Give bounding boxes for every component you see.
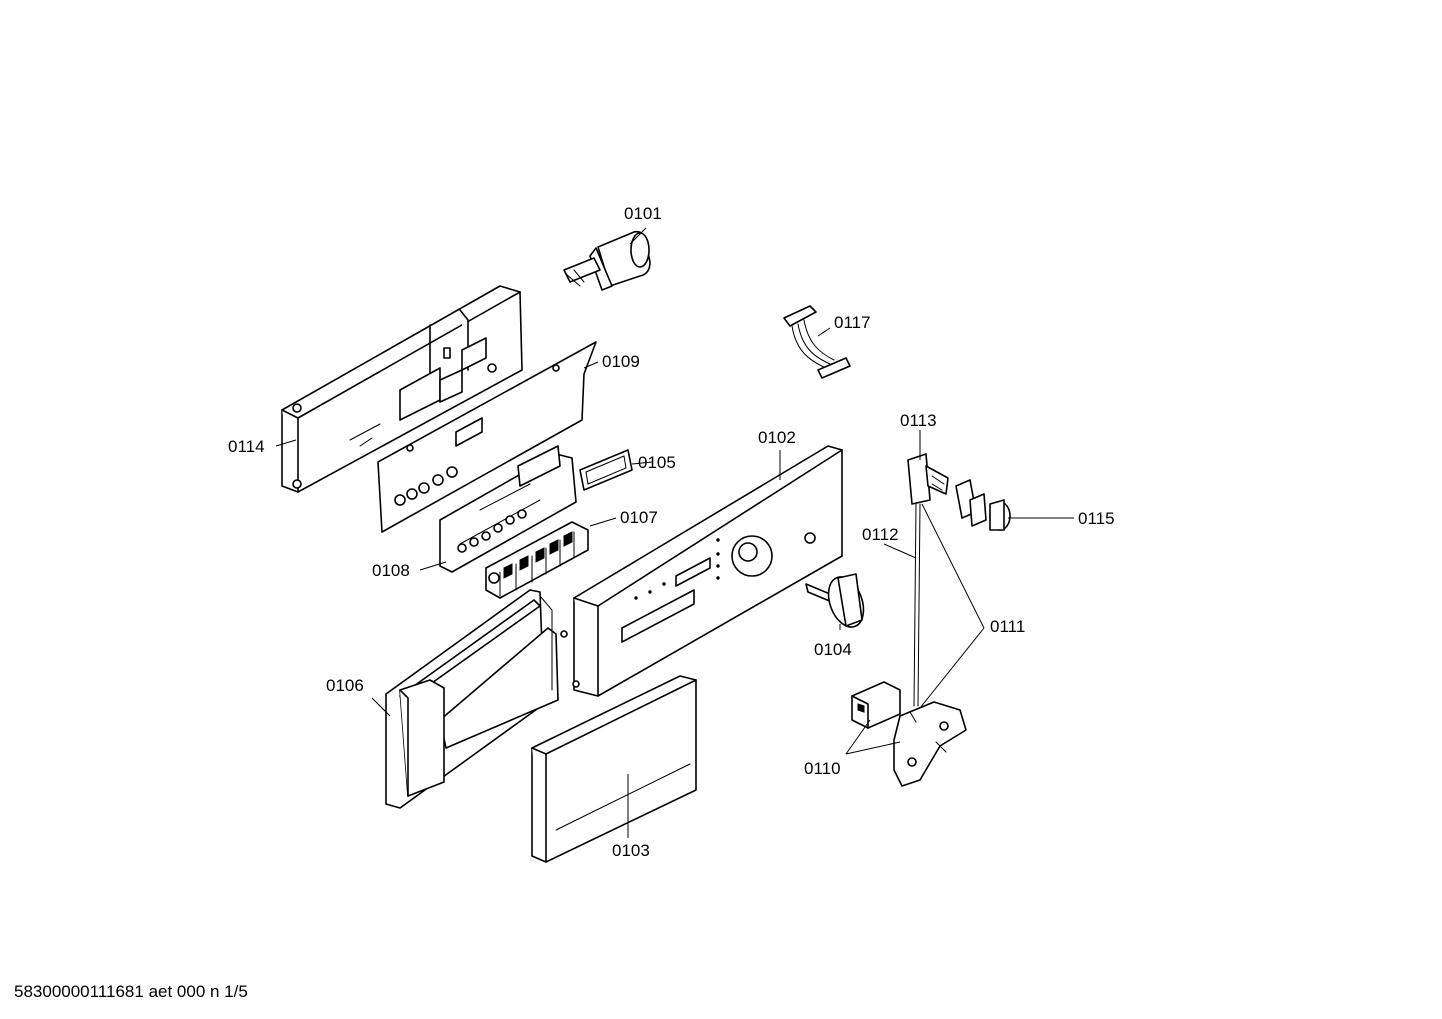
label-0117: 0117 [834, 313, 871, 332]
label-0102: 0102 [758, 428, 796, 447]
label-0113: 0113 [900, 411, 937, 430]
part-0101-capacitor [563, 230, 651, 291]
label-0110: 0110 [804, 759, 841, 778]
label-0104: 0104 [814, 640, 852, 659]
part-0108-button-carrier [439, 445, 577, 573]
label-0108: 0108 [372, 561, 410, 580]
label-0114: 0114 [228, 437, 265, 456]
part-0112-cable [913, 503, 921, 707]
label-0103: 0103 [612, 841, 650, 860]
part-labels: 0101 0117 0109 0113 0102 0114 0105 0115 … [228, 204, 1115, 860]
part-0107-push-buttons [485, 521, 589, 599]
part-0115-bracket [955, 479, 1011, 531]
drawing-id: 58300000111681 aet 000 n 1/5 [14, 982, 248, 1001]
part-0117-ribbon-cable [783, 305, 851, 379]
label-0105: 0105 [638, 453, 676, 472]
label-0106: 0106 [326, 676, 364, 695]
part-0114-housing [281, 285, 523, 493]
label-0107: 0107 [620, 508, 658, 527]
part-0106-drawer-frame [385, 589, 559, 809]
label-0101: 0101 [624, 204, 662, 223]
part-0104-selector-knob [805, 573, 865, 628]
label-0115: 0115 [1078, 509, 1115, 528]
leader-lines [275, 227, 1074, 838]
label-0111: 0111 [990, 617, 1025, 636]
part-0105-indicator-window [579, 449, 633, 491]
part-0113-connector [907, 453, 949, 505]
part-0110-door-lock [851, 681, 967, 787]
label-0109: 0109 [602, 352, 640, 371]
part-0102-control-panel [560, 445, 843, 697]
label-0112: 0112 [862, 525, 899, 544]
part-0103-drawer-cover [531, 675, 697, 863]
part-0109-control-board [377, 341, 597, 533]
